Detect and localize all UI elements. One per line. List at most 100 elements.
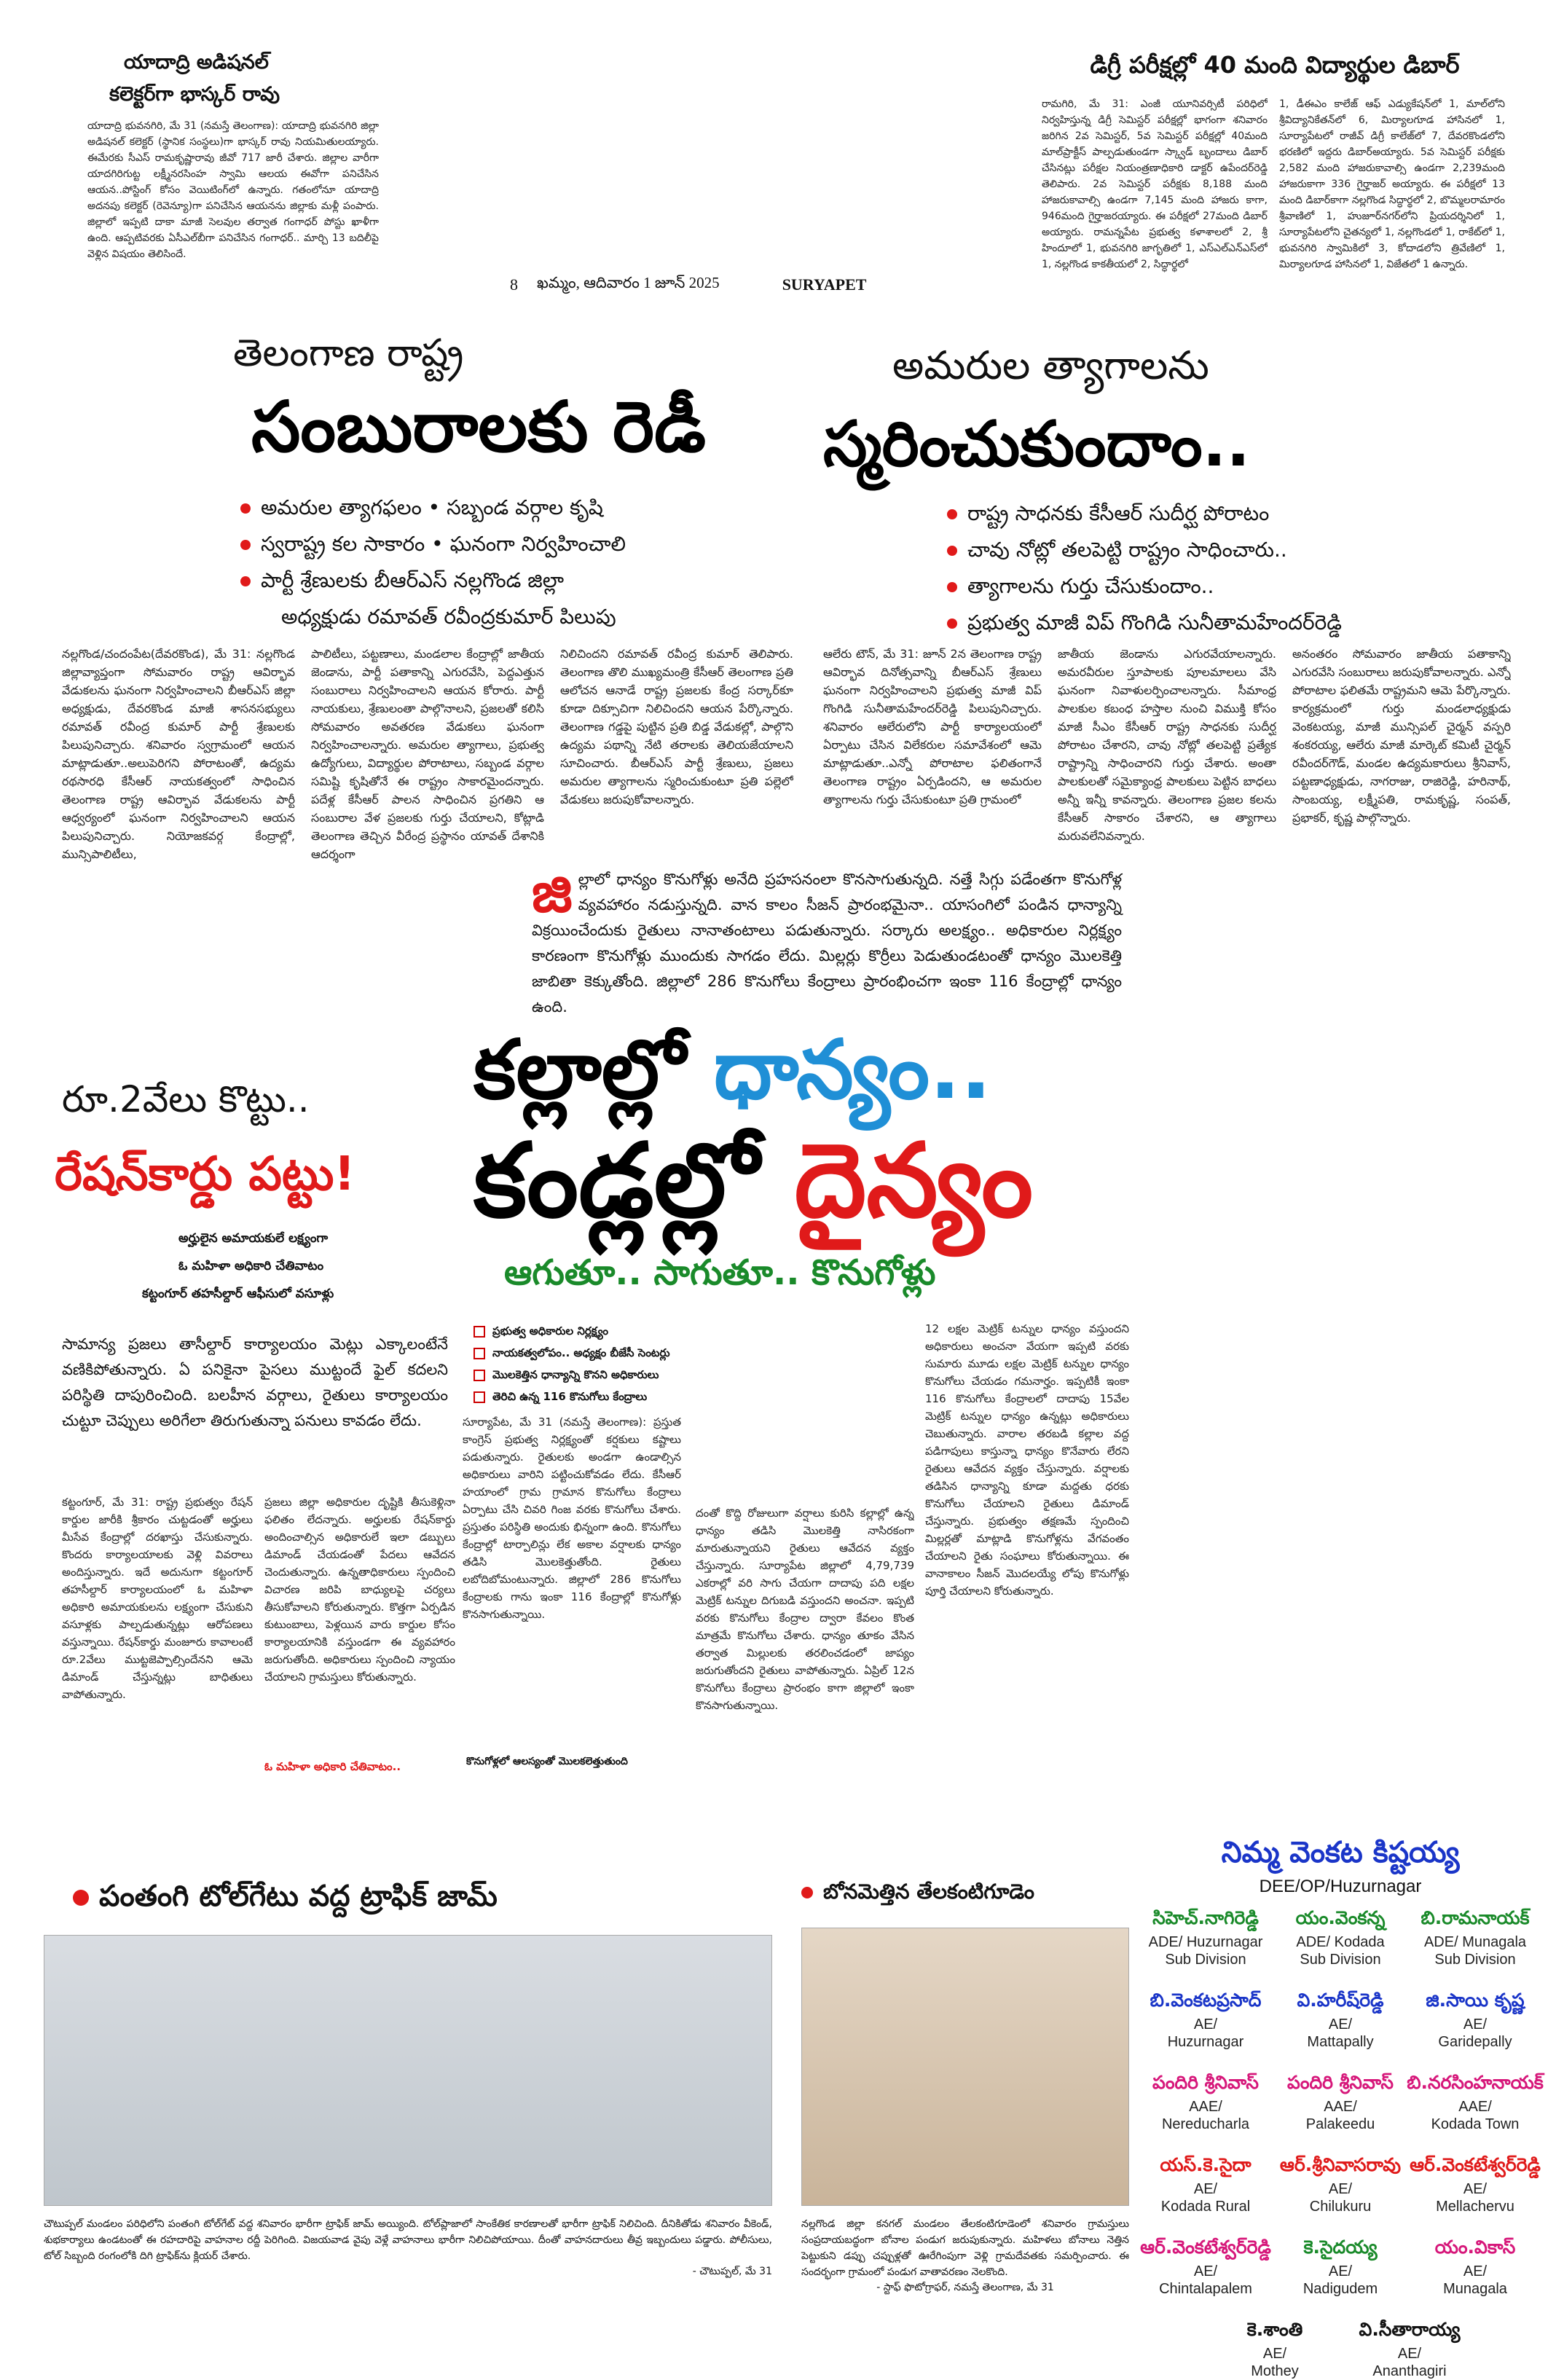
- key-point: తెరిచి ఉన్న 116 కొనుగోలు కేంద్రాలు: [474, 1386, 736, 1407]
- main-headline-deck: ఆగుతూ.. సాగుతూ.. కొనుగోళ్లు: [504, 1252, 936, 1293]
- officer-role: AE/: [1463, 2016, 1488, 2033]
- photo-story-bonalu: బోనమెత్తిన తేలకంటిగూడెం నల్లగొండ జిల్లా …: [801, 1880, 1129, 2295]
- officer-role: AAE/: [1189, 2099, 1222, 2115]
- ration-sub-2: ఓ మహిళా అధికారి చేతివాటం: [178, 1259, 324, 1273]
- officer-card: యస్.కె.సైదాAE/Kodada Rural: [1136, 2154, 1275, 2215]
- bullet-dot: [73, 1890, 89, 1906]
- key-point: మొలకెత్తిన ధాన్యాన్ని కొనని అధికారులు: [474, 1364, 736, 1386]
- officer-location: Ananthagiri: [1372, 2363, 1447, 2379]
- officer-name: పందిరి శ్రీనివాస్: [1152, 2072, 1259, 2093]
- officer-role: AE/: [1463, 2181, 1488, 2197]
- officer-role: AE/: [1193, 2181, 1218, 2197]
- ration-intro: సామాన్య ప్రజలు తాసీల్దార్ కార్యాలయం మెట్…: [62, 1335, 448, 1429]
- toll-credit: - చౌటుప్పల్, మే 31: [692, 2266, 772, 2277]
- bullet-item: రాష్ట్ర సాధనకు కేసీఆర్ సుదీర్ఘ పోరాటం: [947, 495, 1515, 532]
- bullet-item: ప్రభుత్వ మాజీ విప్ గొంగిడి సునీతామహేందర్…: [947, 605, 1515, 641]
- ration-col-1: కట్టంగూర్, మే 31: రాష్ట్ర ప్రభుత్వం రేషన…: [62, 1496, 253, 1701]
- bonalu-credit: - స్టాఫ్ ఫొటోగ్రాఫర్, నమస్తే తెలంగాణ, మే…: [876, 2282, 1054, 2293]
- officer-name: వి.సీతారాయ్య: [1359, 2319, 1461, 2340]
- story-ration-card: రూ.2వేలు కొట్టు.. రేషన్‌కార్డు పట్టు! అర…: [55, 1078, 448, 1434]
- officer-location: Sub Division: [1300, 1952, 1381, 1968]
- brief-collector-headline-1: యాదాద్రి అడిషనల్: [124, 51, 269, 74]
- story-martyrs-col-3: అనంతరం సోమవారం జాతీయ పతాకాన్ని ఎగురవేసి …: [1292, 647, 1511, 825]
- grain-col-3: 12 లక్షల మెట్రిక్ టన్నుల ధాన్యం వస్తుందన…: [925, 1322, 1129, 1598]
- story-martyrs-kicker: అమరుల త్యాగాలను: [892, 342, 1209, 388]
- officer-name: కె.శాంతి: [1246, 2319, 1303, 2340]
- photo-story-bonalu-headline: బోనమెత్తిన తేలకంటిగూడెం: [801, 1880, 1129, 1909]
- ration-sub-3: కట్టంగూర్ తహసీల్దార్ ఆఫీసులో వసూళ్లు: [142, 1287, 334, 1301]
- story-martyrs-bullets: రాష్ట్ర సాధనకు కేసీఆర్ సుదీర్ఘ పోరాటం చా…: [947, 495, 1515, 641]
- story-celebrations-bullets: అమరుల త్యాగఫలం • సబ్బండ వర్గాల కృషి స్వర…: [240, 490, 750, 635]
- brief-collector: యాదాద్రి అడిషనల్ కలెక్టర్‌గా భాస్కర్ రావ…: [87, 51, 379, 271]
- grain-key-points: ప్రభుత్వ అధికారుల నిర్లక్ష్యం నాయకత్వలోప…: [474, 1320, 736, 1407]
- ad-name: నిమ్మ వెంకట కిష్టయ్య: [1221, 1836, 1460, 1869]
- officer-role: AE/: [1463, 2263, 1488, 2279]
- ration-kicker: రూ.2వేలు కొట్టు..: [62, 1078, 310, 1120]
- story-celebrations-kicker: తెలంగాణ రాష్ట్ర: [233, 331, 464, 375]
- officer-card: బి.వెంకటప్రసాద్AE/Huzurnagar: [1136, 1990, 1275, 2051]
- bullet-item: చావు నోట్లో తలపెట్టి రాష్ట్రం సాధించారు.…: [947, 532, 1515, 568]
- ration-headline: రేషన్‌కార్డు పట్టు!: [55, 1147, 355, 1201]
- officer-role: AE/: [1193, 2263, 1218, 2279]
- officer-location: Chilukuru: [1309, 2199, 1372, 2215]
- officer-name: బి.వెంకటప్రసాద్: [1150, 1990, 1262, 2011]
- story-celebrations-col-2: పాలిటీలు, పట్టణాలు, మండలాల కేంద్రాల్లో జ…: [311, 647, 544, 861]
- officer-name: జి.సాయి కృష్ణ: [1426, 1990, 1525, 2011]
- officer-role: ADE/ Munagala: [1423, 1934, 1527, 1950]
- bullet-item: స్వరాష్ట్ర కల సాకారం • ఘనంగా నిర్వహించాల…: [240, 526, 750, 562]
- grain-col-2: దంతో కొద్ది రోజులుగా వర్షాలు కురిసి కల్ల…: [696, 1507, 914, 1712]
- officer-role: AE/: [1262, 2346, 1287, 2362]
- officer-name: ఆర్.వెంకటేశ్వర్‌రెడ్డి: [1410, 2154, 1541, 2175]
- officer-card: ఆర్.వెంకటేశ్వర్‌రెడ్డి AE/Mellachervu: [1406, 2154, 1544, 2215]
- headline-accent-red: దైన్యం: [794, 1122, 1034, 1241]
- officer-name: ఆర్.వెంకటేశ్వర్‌రెడ్డి: [1140, 2236, 1271, 2258]
- officer-location: Palakeedu: [1305, 2116, 1375, 2132]
- grain-subhead: కొనుగోళ్లలో ఆలస్యంతో మొలకలెత్తుతుంది: [466, 1756, 628, 1767]
- story-martyrs-headline: స్మరించుకుందాం..: [823, 408, 1250, 481]
- officer-role: AE/: [1328, 2016, 1353, 2033]
- officer-name: పందిరి శ్రీనివాస్: [1287, 2072, 1394, 2093]
- officer-role: AE/: [1328, 2181, 1353, 2197]
- officer-location: Sub Division: [1434, 1952, 1516, 1968]
- bullet-dot: [801, 1887, 813, 1898]
- key-point: ప్రభుత్వ అధికారుల నిర్లక్ష్యం: [474, 1320, 736, 1342]
- officer-location: Sub Division: [1165, 1952, 1246, 1968]
- brief-degree-headline: డిగ్రీ పరీక్షల్లో 40 మంది విద్యార్థుల డి…: [1090, 51, 1460, 79]
- officer-card: పందిరి శ్రీనివాస్ AAE/Nereducharla: [1136, 2072, 1275, 2133]
- officer-location: Kodada Rural: [1160, 2199, 1251, 2215]
- ration-highlight: ఓ మహిళా అధికారి చేతివాటం..: [264, 1760, 401, 1773]
- ration-sub-1: అర్హులైన అమాయకులే లక్ష్యంగా: [178, 1231, 329, 1246]
- officer-location: Garidepally: [1438, 2034, 1512, 2050]
- officer-location: Huzurnagar: [1167, 2034, 1244, 2050]
- officer-location: Kodada Town: [1431, 2116, 1520, 2132]
- folio-edition: SURYAPET: [782, 275, 867, 294]
- officer-card: ఆర్.శ్రీనివాసరావుAE/Chilukuru: [1271, 2154, 1410, 2215]
- officer-name: కె.సైదయ్య: [1303, 2236, 1378, 2258]
- brief-degree-col-1: రామగిరి, మే 31: ఎంజీ యూనివర్సిటీ పరిధిలో…: [1042, 98, 1268, 270]
- officer-card: పందిరి శ్రీనివాస్AAE/Palakeedu: [1271, 2072, 1410, 2133]
- page-number: 8: [510, 275, 518, 294]
- officer-role: AE/: [1328, 2263, 1353, 2279]
- ration-col-2: ప్రజలు జిల్లా అధికారుల దృష్టికి తీసుకెళ్…: [264, 1496, 455, 1684]
- officer-location: Nadigudem: [1302, 2281, 1378, 2297]
- bullet-item: పార్టీ శ్రేణులకు బీఆర్‌ఎస్ నల్లగొండ జిల్…: [240, 562, 750, 599]
- photo-story-toll: పంతంగి టోల్‌గేటు వద్ద ట్రాఫిక్ జామ్ చౌటు…: [44, 1880, 772, 2279]
- story-celebrations-headline: సంబురాలకు రెడీ: [251, 386, 707, 468]
- officer-role: ADE/ Huzurnagar: [1148, 1934, 1263, 1950]
- toll-photo: [44, 1935, 772, 2206]
- brief-degree-col-2: 1, డీఈఎం కాలేజ్ ఆఫ్ ఎడ్యుకేషన్‌లో 1, మాల…: [1279, 98, 1505, 270]
- photo-story-toll-headline: పంతంగి టోల్‌గేటు వద్ద ట్రాఫిక్ జామ్: [44, 1880, 772, 1920]
- officer-card: వి.హరీష్‌రెడ్డిAE/Mattapally: [1271, 1990, 1410, 2051]
- officer-card: బి.నరసింహనాయక్AAE/Kodada Town: [1406, 2072, 1544, 2133]
- main-headline: కల్లాల్లో ధాన్యం.. కండ్లల్లో దైన్యం ఆగుత…: [474, 1024, 1202, 1302]
- officer-card: యం.వికాస్AE/Munagala: [1406, 2236, 1544, 2298]
- officer-location: Munagala: [1443, 2281, 1507, 2297]
- story-celebrations-col-3: నిలిచిందని రమావత్ రవీంద్ర కుమార్ తెలిపార…: [560, 647, 793, 806]
- officer-location: Nereducharla: [1161, 2116, 1250, 2132]
- bullet-item: త్యాగాలను గుర్తు చేసుకుందాం..: [947, 568, 1515, 605]
- officer-location: Mellachervu: [1436, 2199, 1514, 2215]
- officer-location: Mothey: [1251, 2363, 1299, 2379]
